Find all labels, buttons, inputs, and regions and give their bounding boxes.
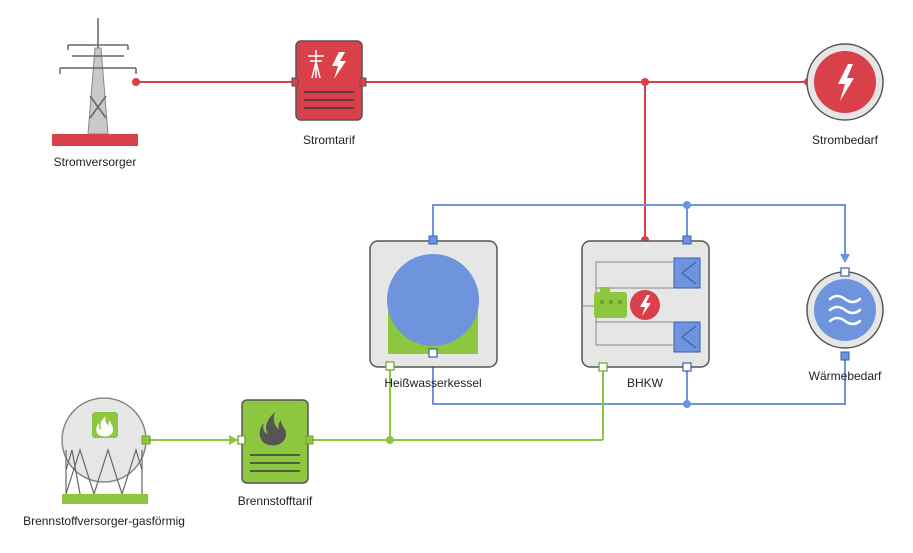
heat-lines: [432, 204, 846, 405]
brennstoffversorger-node[interactable]: [61, 397, 151, 504]
strombedarf-label: Strombedarf: [811, 133, 879, 147]
waermebedarf-label: Wärmebedarf: [808, 369, 882, 383]
waermebedarf-node[interactable]: [806, 267, 884, 361]
power-pylon-icon: [59, 18, 137, 135]
lightning-bolt-icon: [640, 295, 651, 316]
fuel-flow-arrow: [229, 435, 238, 445]
heat-flow-arrow: [840, 254, 850, 263]
heat-waves-icon: [828, 294, 862, 326]
stromtarif-label: Stromtarif: [302, 133, 356, 147]
brennstofftarif-node[interactable]: [237, 399, 314, 484]
lightning-bolt-icon: [838, 64, 854, 101]
bhkw-label: BHKW: [627, 376, 663, 390]
strombedarf-node[interactable]: [806, 43, 884, 121]
brennstoffversorger-label: Brennstoffversorger-gasförmig: [23, 514, 185, 528]
power-pylon-icon: [308, 50, 324, 79]
heisswasserkessel-node[interactable]: [369, 235, 498, 371]
stromversorger-label: Stromversorger: [53, 155, 137, 169]
engine-icon: [594, 287, 627, 318]
brennstofftarif-label: Brennstofftarif: [237, 494, 313, 508]
flame-icon: [96, 416, 114, 437]
fuel-lines: [146, 367, 604, 441]
flame-icon: [259, 412, 286, 446]
bhkw-node[interactable]: [581, 235, 710, 372]
heisswasserkessel-label: Heißwasserkessel: [384, 376, 482, 390]
stromtarif-node[interactable]: [291, 40, 367, 121]
stromversorger-node[interactable]: [52, 18, 138, 146]
lightning-bolt-icon: [332, 52, 346, 79]
